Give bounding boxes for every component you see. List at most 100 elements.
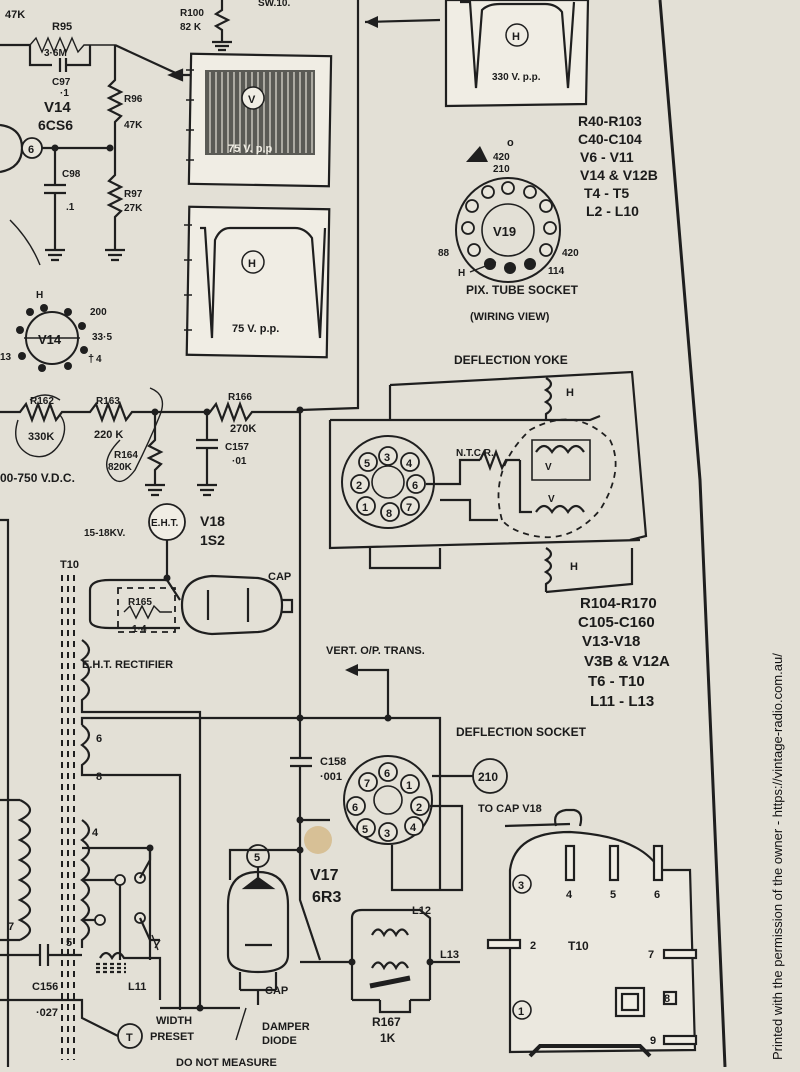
term-board-label: T10 <box>568 939 589 953</box>
v14-socket: V14 H 200 33·5 † 4 13 <box>0 290 112 372</box>
yoke-pin-7: 7 <box>406 502 412 514</box>
c158-label: C158 <box>320 756 346 768</box>
parts-a-0: R40-R103 <box>578 113 642 129</box>
yoke-v2: V <box>548 494 555 505</box>
wave-top-label: H <box>512 31 520 43</box>
v14-type: 6CS6 <box>38 117 73 133</box>
eht-rectifier-label: E.H.T. RECTIFIER <box>82 659 173 671</box>
term-3: 3 <box>518 880 524 892</box>
pix-420: 420 <box>562 248 579 259</box>
sock-pin-h: 4 <box>410 822 417 834</box>
v14-socket-335: 33·5 <box>92 332 112 343</box>
l11-c156-width: L11 C156 ·027 T WIDTH PRESET DO NOT MEAS… <box>0 944 277 1069</box>
term-7: 7 <box>648 949 654 961</box>
parts-b-2: V13-V18 <box>582 633 640 650</box>
c156-value: ·027 <box>36 1007 58 1019</box>
v17-damper: V17 6R3 5 CAP DAMPER DIODE <box>226 844 341 1047</box>
pix-o: o <box>507 137 514 149</box>
waveform-h-box: H 75 V. p.p. <box>184 205 331 359</box>
pix-h: H <box>458 268 465 279</box>
eht-label: E.H.T. <box>151 518 178 529</box>
yoke-pin-2: 2 <box>356 480 362 492</box>
pix-subtitle: (WIRING VIEW) <box>470 311 550 323</box>
deflection-yoke-title: DEFLECTION YOKE <box>454 353 568 367</box>
c97-value: ·1 <box>60 88 69 99</box>
l12-l13-r167: L12 L13 R167 1K <box>300 905 460 1045</box>
r167-label: R167 <box>372 1015 401 1029</box>
r95-label: R95 <box>52 21 72 33</box>
t10-transformer: T10 6 8 4 5 7 <box>0 518 300 1067</box>
parts-list-a: R40-R103 C40-C104 V6 - V11 V14 & V12B T4… <box>578 113 658 219</box>
c97-label: C97 <box>52 77 71 88</box>
r162-r166-row: R162 330K R163 220 K R164 820K R166 270K… <box>0 387 304 497</box>
r167-value: 1K <box>380 1031 396 1045</box>
parts-a-3: V14 & V12B <box>580 167 658 183</box>
yoke-h2: H <box>570 561 578 573</box>
v17-cap: CAP <box>265 985 288 997</box>
v14-pin6: 6 <box>28 144 34 156</box>
yoke-pin-5: 5 <box>364 458 370 470</box>
c156-label: C156 <box>32 981 58 993</box>
c98-label: C98 <box>62 169 81 180</box>
parts-b-3: V3B & V12A <box>584 653 670 670</box>
term-1: 1 <box>518 1006 524 1018</box>
sock-pin-e: 2 <box>416 802 422 814</box>
sheet-border <box>658 0 727 1068</box>
r165-label: R165 <box>128 597 152 608</box>
r164-label: R164 <box>114 450 138 461</box>
wave-v-label: V <box>248 94 256 106</box>
t10-tap-7: 7 <box>8 921 14 933</box>
parts-a-2: V6 - V11 <box>580 149 634 165</box>
term-8: 8 <box>664 993 670 1005</box>
yoke-pin-1: 1 <box>362 502 368 514</box>
c158-value: ·001 <box>320 771 342 783</box>
sock-pin-b: 7 <box>364 778 370 790</box>
ntcr-label: N.T.C.R. <box>456 448 494 459</box>
r163-label: R163 <box>96 396 120 407</box>
waveform-top-box: H 330 V. p.p. <box>364 0 590 108</box>
deflection-socket: 6 7 1 6 2 5 3 4 210 TO CAP V18 <box>343 755 571 892</box>
feed-line <box>299 0 360 412</box>
pix-420-top: 420 <box>493 152 510 163</box>
c157-value: ·01 <box>232 456 247 467</box>
term-9: 9 <box>650 1035 656 1047</box>
r165-value: 1·4 <box>132 624 147 635</box>
pix-210: 210 <box>493 164 510 175</box>
r166-value: 270K <box>230 423 256 435</box>
vert-op-label: VERT. O/P. TRANS. <box>326 645 425 657</box>
r162-value: 330K <box>28 431 54 443</box>
parts-b-5: L11 - L13 <box>590 693 654 710</box>
yoke-pin-4: 4 <box>406 458 413 470</box>
r166-label: R166 <box>228 392 252 403</box>
v14-socket-label: V14 <box>38 332 62 347</box>
r164-value: 820K <box>108 462 133 473</box>
c158-section: C158 ·001 <box>228 412 346 961</box>
v14-socket-dagger: † <box>88 353 94 365</box>
vdc-label: 00-750 V.D.C. <box>0 471 75 485</box>
parts-b-0: R104-R170 <box>580 595 657 612</box>
r97-value: 27K <box>124 203 143 214</box>
do-not-measure: DO NOT MEASURE <box>176 1057 277 1067</box>
pix-title: PIX. TUBE SOCKET <box>466 283 579 297</box>
term-6: 6 <box>654 889 660 901</box>
r97-label: R97 <box>124 189 143 200</box>
v18-cap: CAP <box>268 571 291 583</box>
vert-op-trans: VERT. O/P. TRANS. DEFLECTION SOCKET <box>300 645 587 890</box>
parts-a-4: T4 - T5 <box>584 185 629 201</box>
v14-socket-4: 4 <box>96 354 102 365</box>
wave-h-label: H <box>248 258 256 270</box>
v14-socket-200: 200 <box>90 307 107 318</box>
v18-label: V18 <box>200 513 225 529</box>
l11-label: L11 <box>128 981 146 993</box>
eht-kv-label: 15-18KV. <box>84 528 126 539</box>
t10-tap-5: 5 <box>66 937 72 949</box>
width-preset-2: PRESET <box>150 1031 194 1043</box>
r96-label: R96 <box>124 94 143 105</box>
r47k-label: 47K <box>5 9 25 21</box>
v17-label: V17 <box>310 867 339 884</box>
t10-tap-4: 4 <box>92 827 99 839</box>
t10-terminal-board: 3 4 5 6 2 T10 7 8 1 9 <box>486 808 698 1058</box>
parts-b-4: T6 - T10 <box>588 673 645 690</box>
r162-label: R162 <box>30 396 54 407</box>
